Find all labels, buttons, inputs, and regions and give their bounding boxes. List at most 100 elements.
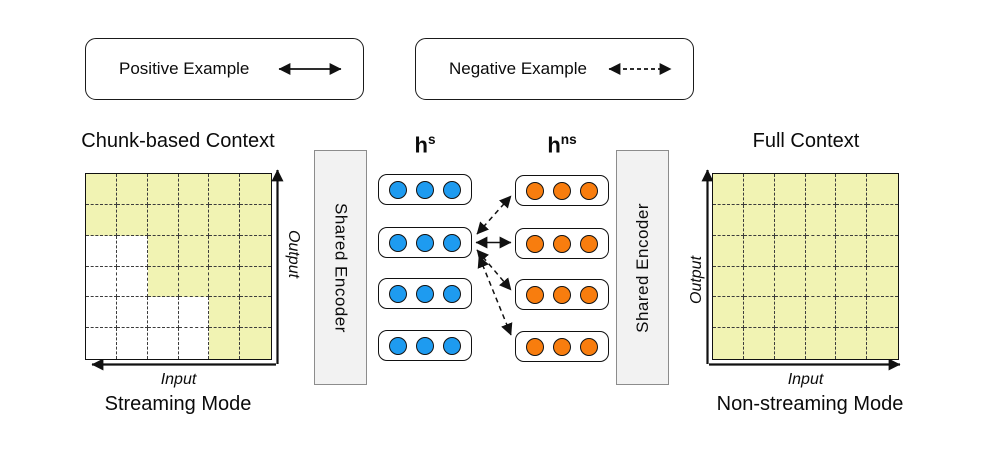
shared-encoder-right-label: Shared Encoder [632, 202, 652, 333]
nonstreaming-output-axis-label: Output [688, 255, 705, 304]
nonstreaming-embedding-row-3 [515, 279, 609, 310]
grid-cell [116, 174, 148, 205]
blue-unit-dot [416, 284, 434, 303]
blue-unit-dot [443, 284, 461, 303]
streaming-embedding-row-4 [378, 330, 472, 361]
grid-cell [867, 174, 898, 205]
grid-cell [178, 266, 210, 298]
grid-cell [774, 297, 806, 329]
orange-unit-dot [526, 234, 544, 253]
grid-cell [805, 174, 837, 205]
grid-cell [774, 204, 806, 236]
grid-cell [836, 328, 868, 359]
orange-unit-dot [580, 337, 598, 356]
orange-unit-dot [526, 285, 544, 304]
h-ns-base: h [547, 132, 561, 158]
grid-cell [713, 235, 744, 267]
orange-unit-dot [580, 285, 598, 304]
grid-cell [209, 297, 241, 329]
grid-cell [743, 297, 775, 329]
grid-cell [116, 266, 148, 298]
streaming-embedding-row-1 [378, 174, 472, 205]
grid-cell [836, 266, 868, 298]
blue-unit-dot [416, 233, 434, 252]
grid-cell [743, 204, 775, 236]
grid-cell [867, 235, 898, 267]
blue-unit-dot [389, 180, 407, 199]
grid-cell [805, 297, 837, 329]
grid-cell [743, 266, 775, 298]
orange-unit-dot [553, 337, 571, 356]
negative-pair-arrow-1 [476, 195, 512, 235]
grid-cell [713, 297, 744, 329]
negative-pair-arrow-2 [476, 249, 512, 291]
nonstreaming-panel-title: Full Context [752, 130, 860, 152]
blue-unit-dot [389, 233, 407, 252]
full-attention-grid [712, 173, 899, 360]
grid-cell [86, 174, 117, 205]
grid-cell [179, 328, 210, 359]
grid-cell [240, 266, 271, 298]
h-s-base: h [414, 132, 428, 158]
grid-cell [836, 297, 868, 329]
grid-cell [743, 174, 775, 205]
nonstreaming-embedding-row-2 [515, 228, 609, 259]
grid-cell [209, 235, 241, 267]
grid-cell [867, 204, 898, 236]
grid-cell [743, 328, 775, 359]
orange-unit-dot [526, 337, 544, 356]
negative-pair-arrow-3 [477, 255, 513, 336]
grid-cell [178, 174, 210, 205]
negative-example-legend: Negative Example [415, 38, 694, 100]
grid-cell [805, 328, 837, 359]
grid-cell [147, 174, 179, 205]
blue-unit-dot [443, 336, 461, 355]
positive-example-label: Positive Example [119, 59, 250, 78]
blue-unit-dot [416, 180, 434, 199]
grid-cell [116, 235, 148, 267]
grid-cell [86, 266, 117, 298]
grid-cell [774, 174, 806, 205]
grid-cell [713, 174, 744, 205]
grid-cell [240, 235, 271, 267]
h-ns-sup: ns [560, 132, 577, 147]
blue-unit-dot [389, 284, 407, 303]
grid-cell [147, 297, 179, 329]
orange-unit-dot [580, 181, 598, 200]
grid-cell [209, 266, 241, 298]
grid-cell [147, 204, 179, 236]
streaming-embedding-label: hs [402, 132, 448, 158]
nonstreaming-embedding-label: hns [536, 132, 588, 158]
solid-double-arrow-icon [278, 63, 342, 75]
streaming-panel-title: Chunk-based Context [81, 130, 275, 152]
grid-cell [209, 328, 241, 359]
streaming-embedding-row-3 [378, 278, 472, 309]
grid-cell [86, 328, 117, 359]
grid-cell [240, 174, 271, 205]
grid-cell [147, 235, 179, 267]
grid-cell [240, 328, 271, 359]
grid-cell [86, 235, 117, 267]
grid-cell [774, 266, 806, 298]
grid-cell [867, 297, 898, 329]
nonstreaming-mode-label: Non-streaming Mode [716, 393, 904, 415]
negative-example-label: Negative Example [449, 59, 587, 78]
grid-cell [117, 328, 148, 359]
blue-unit-dot [443, 180, 461, 199]
grid-cell [209, 174, 241, 205]
grid-cell [836, 174, 868, 205]
grid-cell [209, 204, 241, 236]
orange-unit-dot [553, 285, 571, 304]
nonstreaming-input-axis-label: Input [787, 371, 824, 388]
streaming-output-axis-label: Output [285, 230, 302, 279]
grid-cell [240, 297, 271, 329]
nonstreaming-embedding-row-1 [515, 175, 609, 206]
grid-cell [713, 204, 744, 236]
grid-cell [867, 266, 898, 298]
grid-cell [805, 235, 837, 267]
grid-cell [836, 204, 868, 236]
grid-cell [713, 266, 744, 298]
grid-cell [240, 204, 271, 236]
blue-unit-dot [389, 336, 407, 355]
